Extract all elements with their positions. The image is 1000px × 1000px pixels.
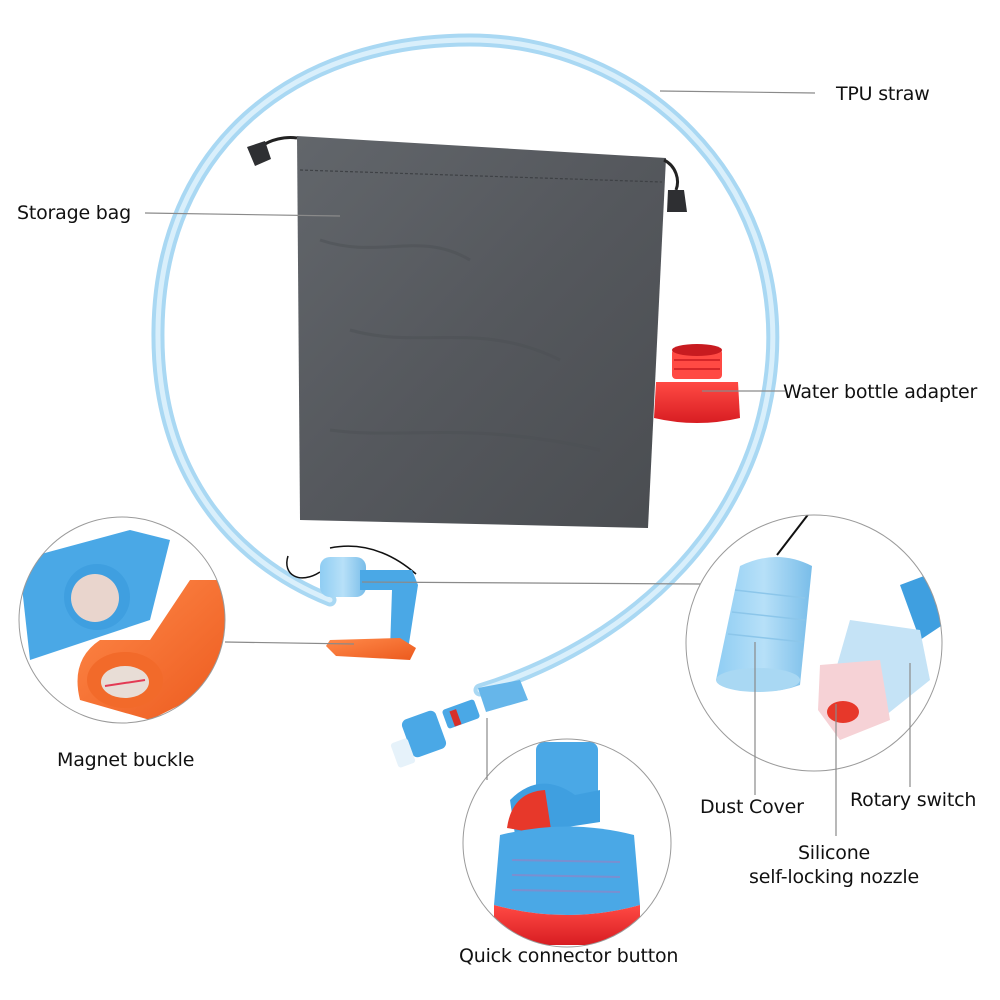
quick-connector xyxy=(390,680,528,768)
tpu-straw-tube xyxy=(151,33,780,697)
label-water-bottle-adapter: Water bottle adapter xyxy=(783,381,978,403)
label-quick-connector-button: Quick connector button xyxy=(459,945,679,967)
label-silicone-nozzle-line2: self-locking nozzle xyxy=(749,866,919,888)
storage-bag xyxy=(247,136,687,528)
label-rotary-switch: Rotary switch xyxy=(850,789,977,811)
label-silicone-nozzle-line1: Silicone xyxy=(797,842,871,864)
water-bottle-adapter xyxy=(654,344,740,423)
nozzle-detail-circle xyxy=(685,514,943,772)
magnet-buckle-leader xyxy=(224,641,355,645)
label-dust-cover: Dust Cover xyxy=(700,796,804,818)
label-storage-bag: Storage bag xyxy=(17,202,131,224)
quick-connector-detail-circle xyxy=(462,738,672,948)
magnet-buckle-detail-circle xyxy=(18,516,226,724)
storage-bag-leader xyxy=(144,212,341,217)
label-magnet-buckle: Magnet buckle xyxy=(57,749,195,771)
label-tpu-straw: TPU straw xyxy=(836,83,930,105)
leader-lines xyxy=(144,90,911,836)
dust-cover-leader xyxy=(361,581,701,585)
tpu-straw-leader xyxy=(659,90,816,94)
